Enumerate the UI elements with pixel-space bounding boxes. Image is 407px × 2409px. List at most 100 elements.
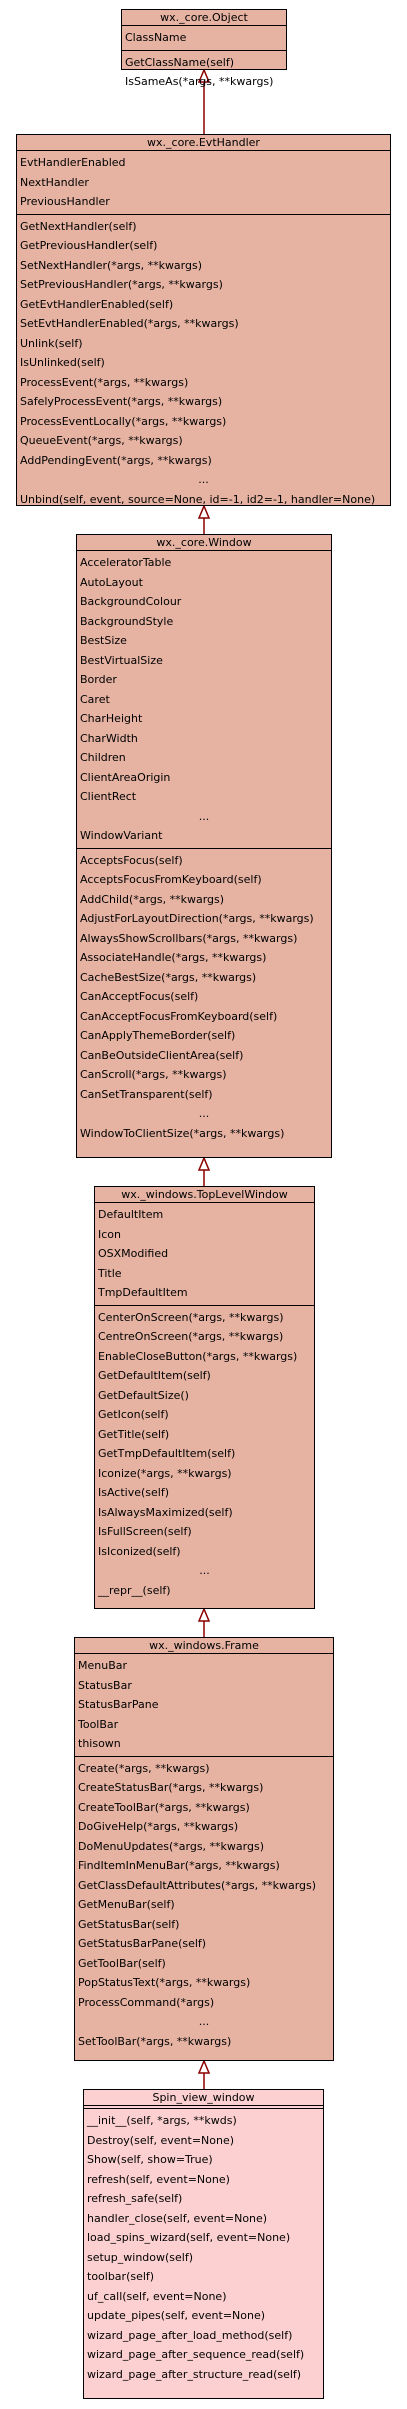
method: CacheBestSize(*args, **kwargs) [80,970,257,984]
method: CreateToolBar(*args, **kwargs) [78,1800,250,1814]
attribute: Border [80,673,117,686]
method: CentreOnScreen(*args, **kwargs) [98,1330,284,1343]
attribute: NextHandler [20,175,89,189]
method: CanSetTransparent(self) [80,1087,213,1101]
ellipsis: ... [198,2015,210,2028]
attributes-section: AcceleratorTable AutoLayout BackgroundCo… [77,551,331,849]
method: AlwaysShowScrollbars(*args, **kwargs) [80,931,298,945]
attribute: Children [80,751,126,764]
method: update_pipes(self, event=None) [87,2309,266,2322]
attribute: ToolBar [78,1717,119,1731]
method: GetDefaultItem(self) [98,1369,211,1382]
method: __init__(self, *args, **kwds) [87,2114,237,2127]
methods-section: GetClassName(self) IsSameAs(*args, **kwa… [122,51,286,94]
methods-section: CenterOnScreen(*args, **kwargs) CentreOn… [95,1306,314,1603]
method: SetPreviousHandler(*args, **kwargs) [20,278,223,291]
attribute: ClientRect [80,790,137,803]
method: AssociateHandle(*args, **kwargs) [80,951,267,964]
method: CanAcceptFocusFromKeyboard(self) [80,1009,278,1023]
class-window: wx._core.Window AcceleratorTable AutoLay… [76,534,332,1158]
method: wizard_page_after_sequence_read(self) [87,2348,305,2361]
method: GetMenuBar(self) [78,1898,175,1911]
method: AdjustForLayoutDirection(*args, **kwargs… [80,912,314,925]
method: DoMenuUpdates(*args, **kwargs) [78,1839,264,1853]
method: AcceptsFocus(self) [80,853,183,867]
edge-arrowhead [197,2059,211,2074]
method: GetToolBar(self) [78,1956,166,1970]
method: IsIconized(self) [98,1544,181,1558]
class-title: wx._core.Window [77,535,331,551]
attribute: ClientAreaOrigin [80,770,171,784]
attribute: DefaultItem [98,1208,164,1221]
method: AddChild(*args, **kwargs) [80,892,225,906]
ellipsis: ... [198,809,210,823]
methods-section: GetNextHandler(self) GetPreviousHandler(… [17,215,390,512]
method: wizard_page_after_load_method(self) [87,2328,293,2342]
attribute: CharWidth [80,731,138,745]
method: CenterOnScreen(*args, **kwargs) [98,1310,284,1324]
method: GetTitle(self) [98,1427,170,1441]
method: uf_call(self, event=None) [87,2289,227,2303]
method: IsFullScreen(self) [98,1525,192,1538]
method: IsAlwaysMaximized(self) [98,1505,233,1519]
method: refresh_safe(self) [87,2192,183,2205]
method: GetEvtHandlerEnabled(self) [20,297,174,311]
method: DoGiveHelp(*args, **kwargs) [78,1820,239,1833]
method: wizard_page_after_structure_read(self) [87,2367,302,2381]
attribute: CharHeight [80,712,143,725]
method: WindowToClientSize(*args, **kwargs) [80,1126,285,1140]
method: GetClassName(self) [125,55,235,69]
methods-section: __init__(self, *args, **kwds) Destroy(se… [84,2109,323,2386]
method: load_spins_wizard(self, event=None) [87,2231,291,2244]
method: PopStatusText(*args, **kwargs) [78,1976,251,1989]
ellipsis: ... [198,1107,210,1120]
method: FindItemInMenuBar(*args, **kwargs) [78,1859,280,1872]
method: CanApplyThemeBorder(self) [80,1029,236,1042]
attribute: BackgroundColour [80,595,182,608]
attribute: Caret [80,692,110,706]
attribute: StatusBarPane [78,1698,159,1711]
class-title: wx._core.Object [122,10,286,26]
method: QueueEvent(*args, **kwargs) [20,434,183,447]
attributes-section: EvtHandlerEnabled NextHandler PreviousHa… [17,151,390,215]
attribute: AutoLayout [80,575,143,589]
attribute: AcceleratorTable [80,556,172,569]
method: IsUnlinked(self) [20,356,105,369]
attribute: MenuBar [78,1659,128,1672]
methods-section: Create(*args, **kwargs) CreateStatusBar(… [75,1757,333,2054]
attribute: StatusBar [78,1678,132,1692]
class-object: wx._core.Object ClassName GetClassName(s… [121,9,287,88]
method: GetStatusBarPane(self) [78,1937,207,1950]
edge-arrowhead [197,1607,211,1622]
method: SetNextHandler(*args, **kwargs) [20,258,203,272]
method: GetIcon(self) [98,1408,169,1421]
edge-arrowhead [197,68,211,83]
method: handler_close(self, event=None) [87,2211,268,2225]
method: Destroy(self, event=None) [87,2133,235,2147]
method: Show(self, show=True) [87,2153,213,2166]
attributes-section [84,2106,323,2109]
method: AcceptsFocusFromKeyboard(self) [80,873,262,886]
method: AddPendingEvent(*args, **kwargs) [20,453,212,467]
attribute: OSXModified [98,1247,169,1260]
method: Iconize(*args, **kwargs) [98,1466,232,1480]
attributes-section: ClassName [122,26,286,51]
edge-arrowhead [197,1156,211,1171]
attribute: BestSize [80,634,127,647]
method: Unlink(self) [20,336,83,350]
attribute: Title [98,1266,122,1280]
class-title: wx._core.EvtHandler [17,135,390,151]
method: GetPreviousHandler(self) [20,239,158,252]
method: CanScroll(*args, **kwargs) [80,1068,227,1081]
ellipsis: ... [199,1564,210,1577]
edge-arrowhead [197,504,211,519]
method: ProcessEvent(*args, **kwargs) [20,375,189,389]
method: Unbind(self, event, source=None, id=-1, … [20,492,376,506]
method: setup_window(self) [87,2250,194,2264]
method: GetStatusBar(self) [78,1917,180,1931]
method: Create(*args, **kwargs) [78,1761,210,1775]
class-title: wx._windows.TopLevelWindow [95,1187,314,1203]
attribute: ClassName [125,31,187,44]
method: GetNextHandler(self) [20,219,137,233]
attribute: PreviousHandler [20,195,110,208]
